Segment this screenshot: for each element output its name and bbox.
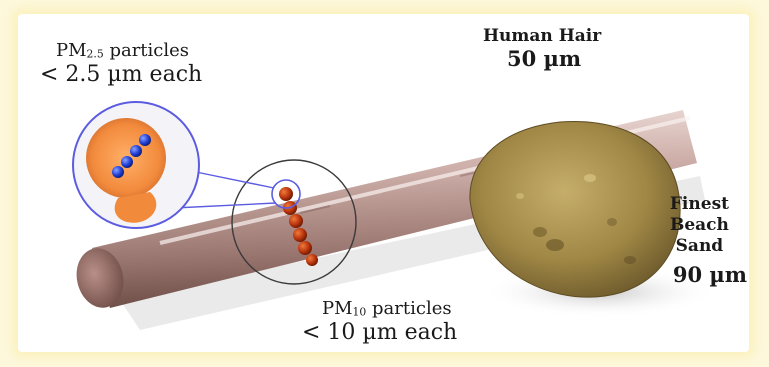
sand-label: Finest Beach Sand [670,194,729,257]
pm25-suffix: particles [104,40,189,61]
pm10-suffix: particles [366,298,451,319]
sand-label-line3: Sand [670,236,729,257]
sand-label-line1: Finest [670,194,729,215]
sand-size-label: 90 µm [673,262,747,287]
sand-label-line2: Beach [670,215,729,236]
pm25-name: PM [56,40,87,61]
hair-size-label: 50 µm [507,46,581,71]
pm25-magnified-view [73,102,199,228]
pm25-size-label: < 2.5 µm each [40,62,202,88]
pm10-subscript: 10 [353,306,367,319]
sand-grain [470,122,680,298]
pm10-name: PM [322,298,353,319]
pm10-size-label: < 10 µm each [302,320,457,346]
pm25-subscript: 2.5 [87,48,104,61]
hair-label: Human Hair [483,26,601,46]
